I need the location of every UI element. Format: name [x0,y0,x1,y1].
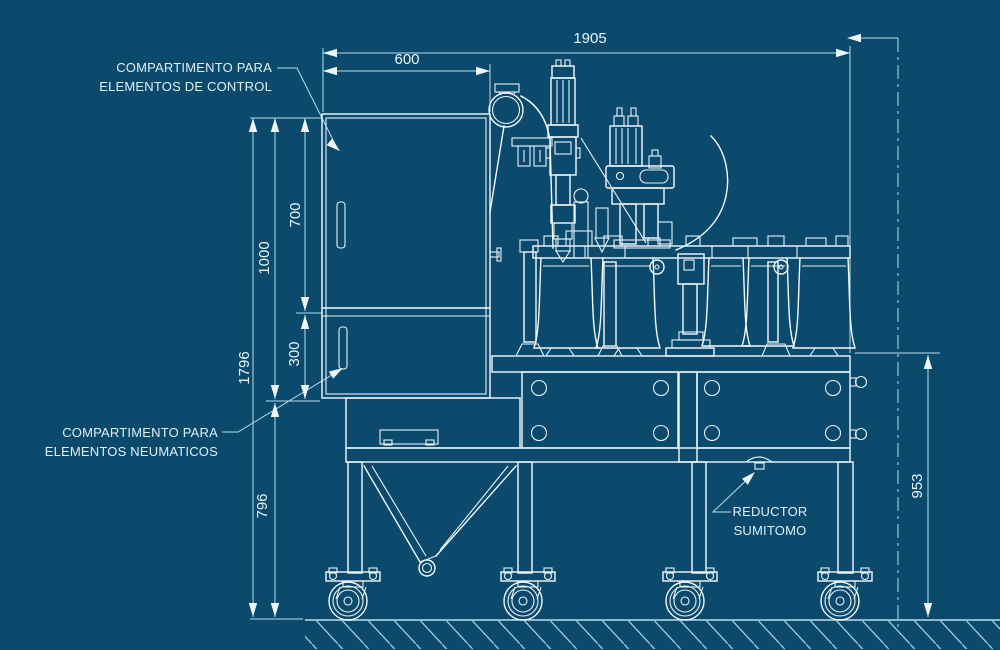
dim-total-width: 1905 [573,30,607,47]
dim-table-height: 953 [909,473,926,499]
label-pneumatic-compartment: COMPARTIMENTO PARA ELEMENTOS NEUMATICOS [30,423,218,461]
caster [817,567,873,621]
rotary-carousel [515,230,856,357]
caster-wheels [325,567,873,621]
label-reductor-sumitomo: REDUCTOR SUMITOMO [724,502,816,540]
label-control-compartment: COMPARTIMENTO PARA ELEMENTOS DE CONTROL [40,58,272,96]
dim-cabinet-height: 1000 [256,241,273,275]
dim-overall-height: 1796 [236,351,253,385]
caster [325,567,381,621]
dim-upper-door-height: 700 [287,202,304,228]
hopper-funnel [363,465,517,577]
label-reductor-line1: REDUCTOR [732,504,808,519]
control-cabinet [321,113,502,399]
label-pneumatic-line2: ELEMENTOS NEUMATICOS [44,444,218,459]
dimension-linework [222,33,940,632]
filling-mechanism [488,59,729,264]
caster [500,567,556,621]
machine-outline [321,59,873,621]
dim-lower-door-height: 300 [286,341,303,367]
caster [662,567,718,621]
dim-cabinet-width: 600 [394,51,420,68]
label-pneumatic-line1: COMPARTIMENTO PARA [62,425,218,440]
dim-base-height: 796 [254,493,271,519]
label-control-line2: ELEMENTOS DE CONTROL [99,79,272,94]
ground-hatching [305,619,1000,649]
label-reductor-line2: SUMITOMO [733,523,807,538]
label-control-line1: COMPARTIMENTO PARA [116,60,272,75]
base-frame [345,355,868,574]
